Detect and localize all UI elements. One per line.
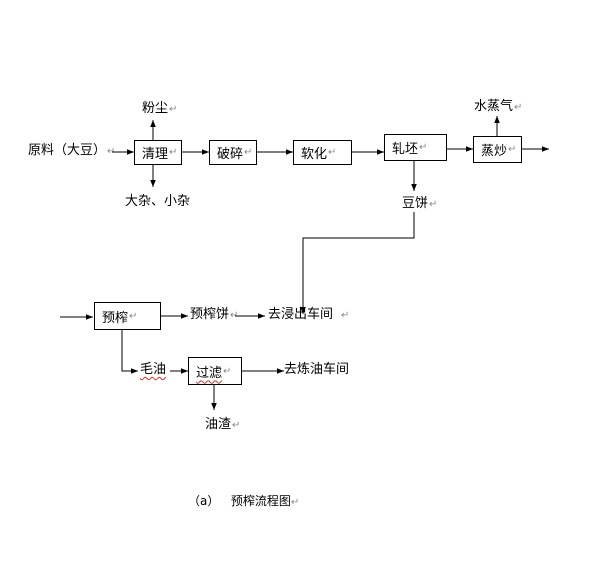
box-zhengchao-label: 蒸炒 bbox=[481, 144, 508, 159]
label-to-refining: 去炼油车间 bbox=[284, 362, 350, 377]
caption-index: （a） bbox=[188, 494, 220, 508]
box-qingli: 清理↵ bbox=[134, 140, 182, 165]
box-guolv-label: 过滤 bbox=[196, 365, 223, 381]
paragraph-mark: ↵ bbox=[232, 420, 241, 431]
paragraph-mark: ↵ bbox=[129, 310, 138, 322]
paragraph-mark: ↵ bbox=[223, 365, 232, 377]
label-impurities: 大杂、小杂 bbox=[125, 194, 191, 209]
label-raw-material: 原料（大豆）↵ bbox=[28, 143, 116, 158]
figure-caption: （a） 预榨流程图↵ bbox=[188, 492, 299, 509]
paragraph-mark: ↵ bbox=[244, 147, 253, 158]
label-crude-oil: 毛油 bbox=[140, 362, 167, 377]
paragraph-mark: ↵ bbox=[290, 497, 300, 508]
label-steam: 水蒸气↵ bbox=[474, 99, 523, 114]
box-ruanhua: 软化↵ bbox=[293, 140, 352, 165]
label-soy-cake: 豆饼↵ bbox=[402, 196, 438, 211]
box-posui: 破碎↵ bbox=[209, 140, 257, 165]
paragraph-mark: ↵ bbox=[514, 102, 523, 113]
paragraph-mark: ↵ bbox=[328, 147, 337, 158]
paragraph-mark: ↵ bbox=[230, 310, 239, 321]
paragraph-mark: ↵ bbox=[429, 199, 438, 210]
box-yapi-label: 轧坯 bbox=[392, 142, 419, 157]
paragraph-mark: ↵ bbox=[508, 144, 517, 155]
box-guolv: 过滤↵ bbox=[188, 357, 242, 385]
line-yuzha-down bbox=[121, 330, 138, 374]
paragraph-mark: ↵ bbox=[107, 146, 116, 157]
box-ruanhua-label: 软化 bbox=[301, 147, 328, 162]
label-dust: 粉尘↵ bbox=[142, 101, 178, 116]
line-soy-cake-return bbox=[300, 212, 415, 314]
paragraph-mark: ↵ bbox=[419, 142, 428, 153]
box-zhengchao: 蒸炒↵ bbox=[473, 136, 522, 163]
caption-title: 预榨流程图 bbox=[230, 494, 291, 508]
label-to-extraction: 去浸出车间↵ bbox=[268, 307, 350, 322]
box-yapi: 轧坯↵ bbox=[384, 134, 447, 161]
label-press-cake: 预榨饼↵ bbox=[190, 307, 239, 322]
box-qingli-label: 清理 bbox=[142, 147, 169, 162]
box-yuzha: 预榨↵ bbox=[94, 302, 161, 330]
label-oil-residue: 油渣↵ bbox=[205, 417, 241, 432]
paragraph-mark: ↵ bbox=[341, 310, 350, 321]
box-yuzha-label: 预榨 bbox=[102, 310, 129, 326]
paragraph-mark: ↵ bbox=[169, 147, 178, 158]
paragraph-mark: ↵ bbox=[169, 104, 178, 115]
box-posui-label: 破碎 bbox=[217, 147, 244, 162]
